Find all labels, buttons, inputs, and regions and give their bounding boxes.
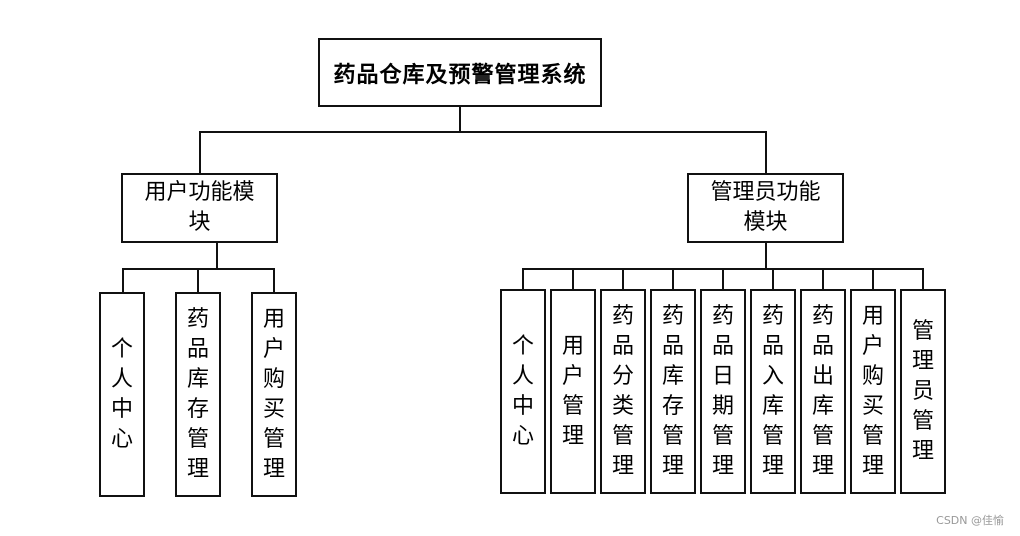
- root-label: 药品仓库及预警管理系统: [333, 61, 587, 88]
- admin-leaf-label: 药品分类管理: [611, 303, 634, 479]
- user-leaf-node: 个人中心: [99, 292, 145, 497]
- user-leaf-node: 用户购买管理: [251, 292, 297, 497]
- connector-admin-leaf: [822, 268, 824, 290]
- connector-to-admin-module: [765, 131, 767, 173]
- connector-user-leaf: [197, 268, 199, 292]
- admin-leaf-label: 管理员管理: [911, 318, 934, 464]
- connector-user-module-down: [216, 243, 218, 269]
- admin-leaf-node: 药品出库管理: [800, 289, 846, 494]
- connector-admin-leaf: [672, 268, 674, 290]
- admin-leaf-node: 药品日期管理: [700, 289, 746, 494]
- admin-module-node: 管理员功能模块: [687, 173, 844, 243]
- connector-admin-leaf: [922, 268, 924, 290]
- connector-user-leaf: [273, 268, 275, 292]
- admin-leaf-node: 药品入库管理: [750, 289, 796, 494]
- connector-admin-module-down: [765, 243, 767, 269]
- connector-root-down: [459, 107, 461, 132]
- admin-leaf-node: 个人中心: [500, 289, 546, 494]
- admin-leaf-label: 用户管理: [561, 333, 584, 449]
- connector-admin-leaf: [522, 268, 524, 290]
- admin-leaf-node: 管理员管理: [900, 289, 946, 494]
- connector-admin-leaf: [622, 268, 624, 290]
- connector-user-leaf: [122, 268, 124, 292]
- admin-leaf-node: 用户购买管理: [850, 289, 896, 494]
- connector-to-user-module: [199, 131, 201, 173]
- connector-admin-leaf: [572, 268, 574, 290]
- connector-root-bus: [199, 131, 767, 133]
- admin-leaf-label: 药品库存管理: [661, 303, 684, 479]
- connector-admin-leaf: [772, 268, 774, 290]
- admin-leaf-node: 用户管理: [550, 289, 596, 494]
- admin-module-label: 管理员功能模块: [710, 180, 821, 235]
- admin-leaf-label: 药品出库管理: [811, 303, 834, 479]
- admin-leaf-label: 个人中心: [511, 333, 534, 449]
- connector-admin-leaf: [722, 268, 724, 290]
- user-module-label: 用户功能模块: [144, 180, 255, 235]
- admin-leaf-node: 药品分类管理: [600, 289, 646, 494]
- user-leaf-node: 药品库存管理: [175, 292, 221, 497]
- watermark: CSDN @佳愉: [936, 514, 1004, 527]
- connector-admin-leaf: [872, 268, 874, 290]
- user-leaf-label: 药品库存管理: [186, 306, 209, 482]
- user-leaf-label: 用户购买管理: [262, 306, 285, 482]
- admin-leaf-node: 药品库存管理: [650, 289, 696, 494]
- admin-leaf-label: 药品入库管理: [761, 303, 784, 479]
- admin-leaf-label: 药品日期管理: [711, 303, 734, 479]
- root-node: 药品仓库及预警管理系统: [318, 38, 602, 107]
- admin-leaf-label: 用户购买管理: [861, 303, 884, 479]
- user-leaf-label: 个人中心: [110, 336, 133, 452]
- user-module-node: 用户功能模块: [121, 173, 278, 243]
